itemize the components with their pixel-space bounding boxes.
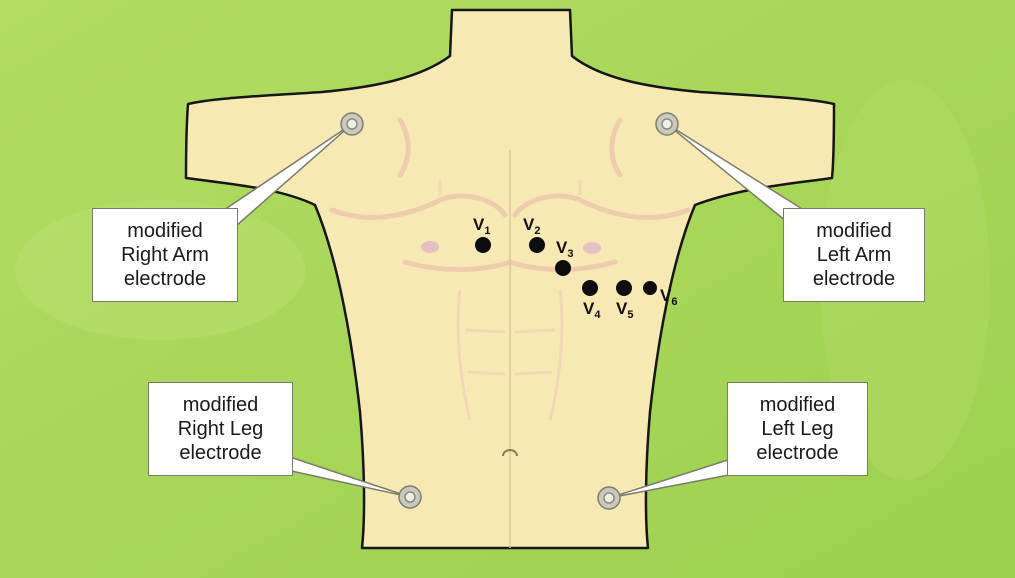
left-arm-label-box: modified Left Arm electrode	[783, 208, 925, 302]
label-line: Left Arm	[817, 243, 891, 267]
label-line: electrode	[179, 441, 261, 465]
left-leg-label-box: modified Left Leg electrode	[727, 382, 868, 476]
label-line: Right Arm	[121, 243, 209, 267]
right-arm-label-box: modified Right Arm electrode	[92, 208, 238, 302]
right-leg-electrode	[399, 486, 421, 508]
label-line: electrode	[124, 267, 206, 291]
label-line: Right Leg	[178, 417, 264, 441]
left-leg-electrode	[598, 487, 620, 509]
label-line: modified	[127, 219, 203, 243]
left-arm-electrode	[656, 113, 678, 135]
label-line: electrode	[756, 441, 838, 465]
label-line: modified	[183, 393, 259, 417]
right-leg-label-box: modified Right Leg electrode	[148, 382, 293, 476]
v4-electrode	[582, 280, 598, 296]
v1-electrode	[475, 237, 491, 253]
label-line: Left Leg	[761, 417, 833, 441]
v3-electrode	[555, 260, 571, 276]
v2-electrode	[529, 237, 545, 253]
v5-electrode	[616, 280, 632, 296]
label-line: modified	[760, 393, 836, 417]
label-line: modified	[816, 219, 892, 243]
left-nipple	[421, 241, 439, 253]
right-arm-electrode	[341, 113, 363, 135]
v6-electrode	[643, 281, 657, 295]
right-nipple	[583, 242, 601, 254]
label-line: electrode	[813, 267, 895, 291]
